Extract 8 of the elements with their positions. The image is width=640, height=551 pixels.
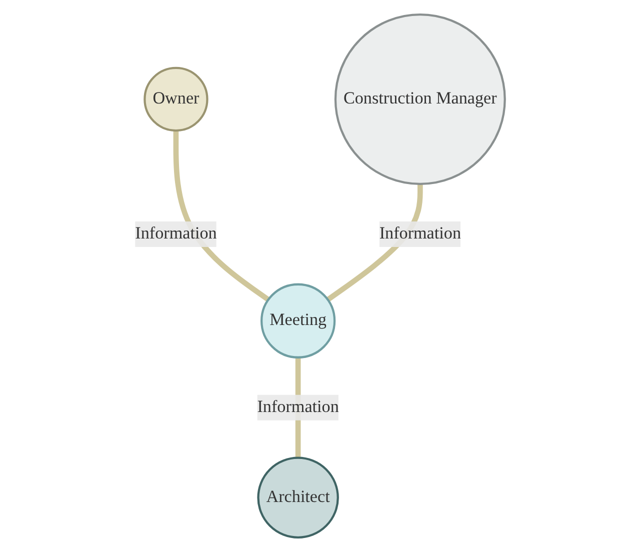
connector (173, 130, 270, 302)
node-circle: Construction Manager (334, 12, 506, 184)
node-circle: Meeting (260, 282, 336, 358)
edge-label: Information (379, 224, 461, 242)
node-circle: Architect (257, 456, 339, 538)
edge-label: Information (135, 224, 217, 242)
node-circle: Owner (144, 66, 208, 132)
edge-label: Information (257, 397, 339, 416)
